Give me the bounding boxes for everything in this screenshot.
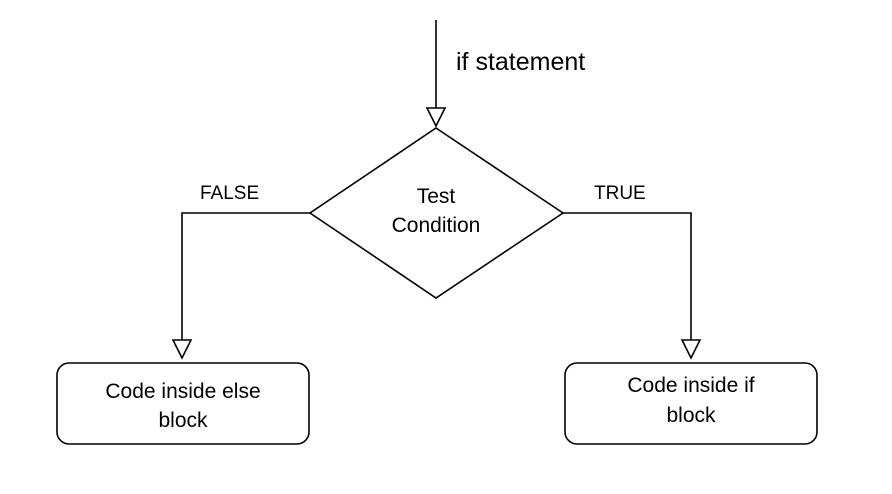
decision-label-line1: Test [417,185,456,208]
if-block-label-line1: Code inside if [627,374,754,397]
true-edge [563,212,692,340]
else-block-label-line1: Code inside else [105,380,260,403]
entry-label: if statement [456,48,585,76]
true-label: TRUE [594,183,646,204]
if-block-label-line2: block [666,404,716,427]
false-edge [181,212,310,340]
false-label: FALSE [200,183,259,204]
decision-node [308,127,565,299]
false-arrowhead [171,339,193,360]
else-block-label-line2: block [158,409,208,432]
else-block-node [56,362,310,445]
decision-label-line2: Condition [392,214,481,237]
true-arrowhead [680,339,702,360]
entry-arrowhead [425,107,447,128]
if-block-node [564,362,818,445]
